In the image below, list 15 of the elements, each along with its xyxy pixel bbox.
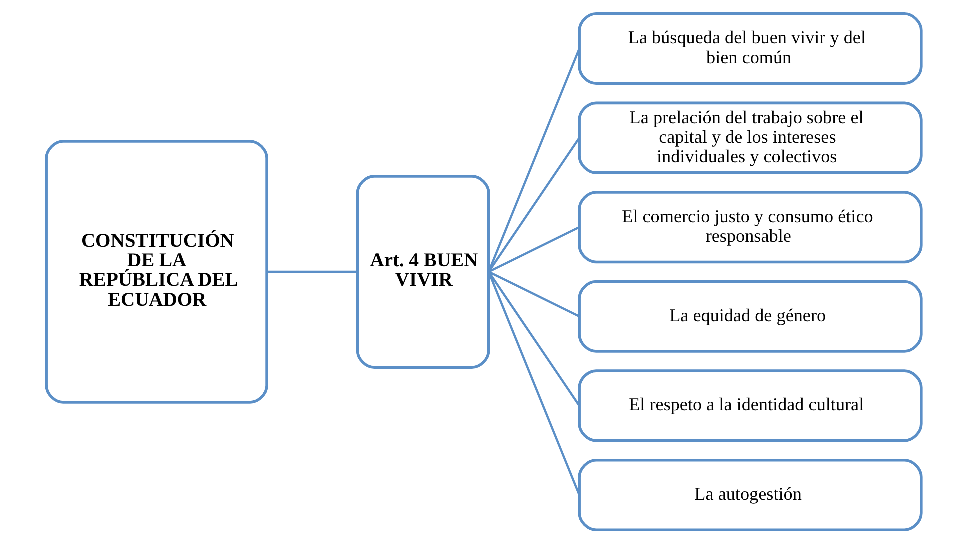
connector: [488, 271, 580, 318]
node-box: CONSTITUCIÓN DE LA REPÚBLICA DEL ECUADOR: [45, 140, 268, 404]
node-box: La equidad de género: [578, 280, 923, 353]
node-box: El respeto a la identidad cultural: [578, 370, 923, 442]
node-box: La búsqueda del buen vivir y del bien común: [578, 12, 923, 86]
connector: [488, 272, 581, 496]
connector: [267, 270, 358, 274]
connector: [488, 48, 581, 272]
node-box: La autogestión: [578, 458, 923, 532]
connector: [488, 226, 580, 273]
node-box: El comercio justo y consumo ético responsable: [578, 191, 923, 264]
connector: [488, 137, 580, 273]
node-box: Art. 4 BUEN VIVIR: [356, 175, 490, 369]
connector: [488, 271, 580, 407]
node-box: La prelación del trabajo sobre el capital y de los intereses individuales y colectivos: [578, 102, 923, 174]
